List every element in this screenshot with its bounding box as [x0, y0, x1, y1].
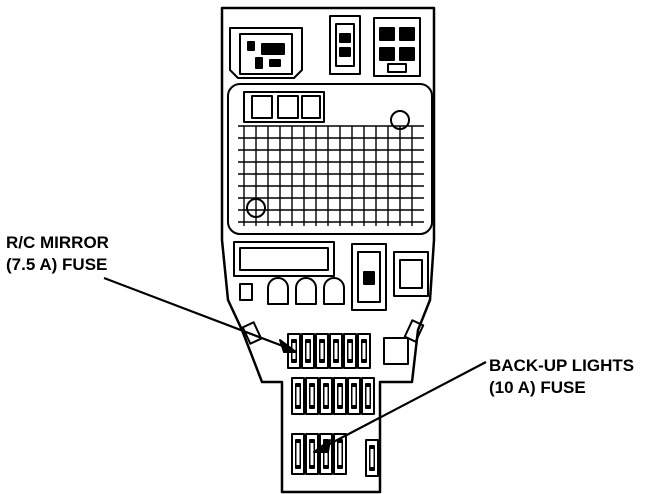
fuse-slot [333, 377, 347, 415]
grid-lines [238, 125, 424, 226]
fuse-slot [301, 333, 315, 369]
housing-tab-right [403, 319, 425, 343]
fuse-slot [343, 333, 357, 369]
fuse-slot [333, 433, 347, 475]
rc-mirror-rating-label: (7.5 A) FUSE [6, 255, 108, 274]
fuse-slot [305, 433, 319, 475]
vertical-relay [351, 243, 387, 311]
rc-mirror-fuse-callout: R/C MIRROR (7.5 A) FUSE [6, 232, 109, 276]
fuse-slot [347, 377, 361, 415]
top-relay-socket-right [373, 17, 421, 77]
connector-block [233, 241, 345, 305]
right-socket [393, 251, 429, 297]
fuse-slot [291, 433, 305, 475]
backup-lights-rating-label: (10 A) FUSE [489, 378, 586, 397]
fuse-slot [357, 333, 371, 369]
callout-leader-rc-mirror [103, 276, 297, 353]
callout-leader-backup-lights [313, 361, 487, 453]
central-grid-panel [227, 83, 433, 235]
backup-lights-label: BACK-UP LIGHTS [489, 356, 635, 375]
fuse-rows [287, 333, 379, 477]
fuse-slot [319, 433, 333, 475]
top-relay-socket-left [229, 27, 303, 79]
top-relay-socket-middle [329, 15, 361, 75]
side-block-right [383, 337, 409, 365]
backup-lights-fuse-callout: BACK-UP LIGHTS (10 A) FUSE [489, 355, 634, 399]
housing-tab-left [241, 321, 263, 345]
fuse-slot [305, 377, 319, 415]
rc-mirror-label: R/C MIRROR [6, 233, 109, 252]
fuse-slot [329, 333, 343, 369]
fuse-slot [365, 439, 379, 477]
fuse-slot [319, 377, 333, 415]
fuse-slot [315, 333, 329, 369]
fuse-slot [361, 377, 375, 415]
fuse-slot [291, 377, 305, 415]
fuse-box-housing [220, 6, 436, 494]
